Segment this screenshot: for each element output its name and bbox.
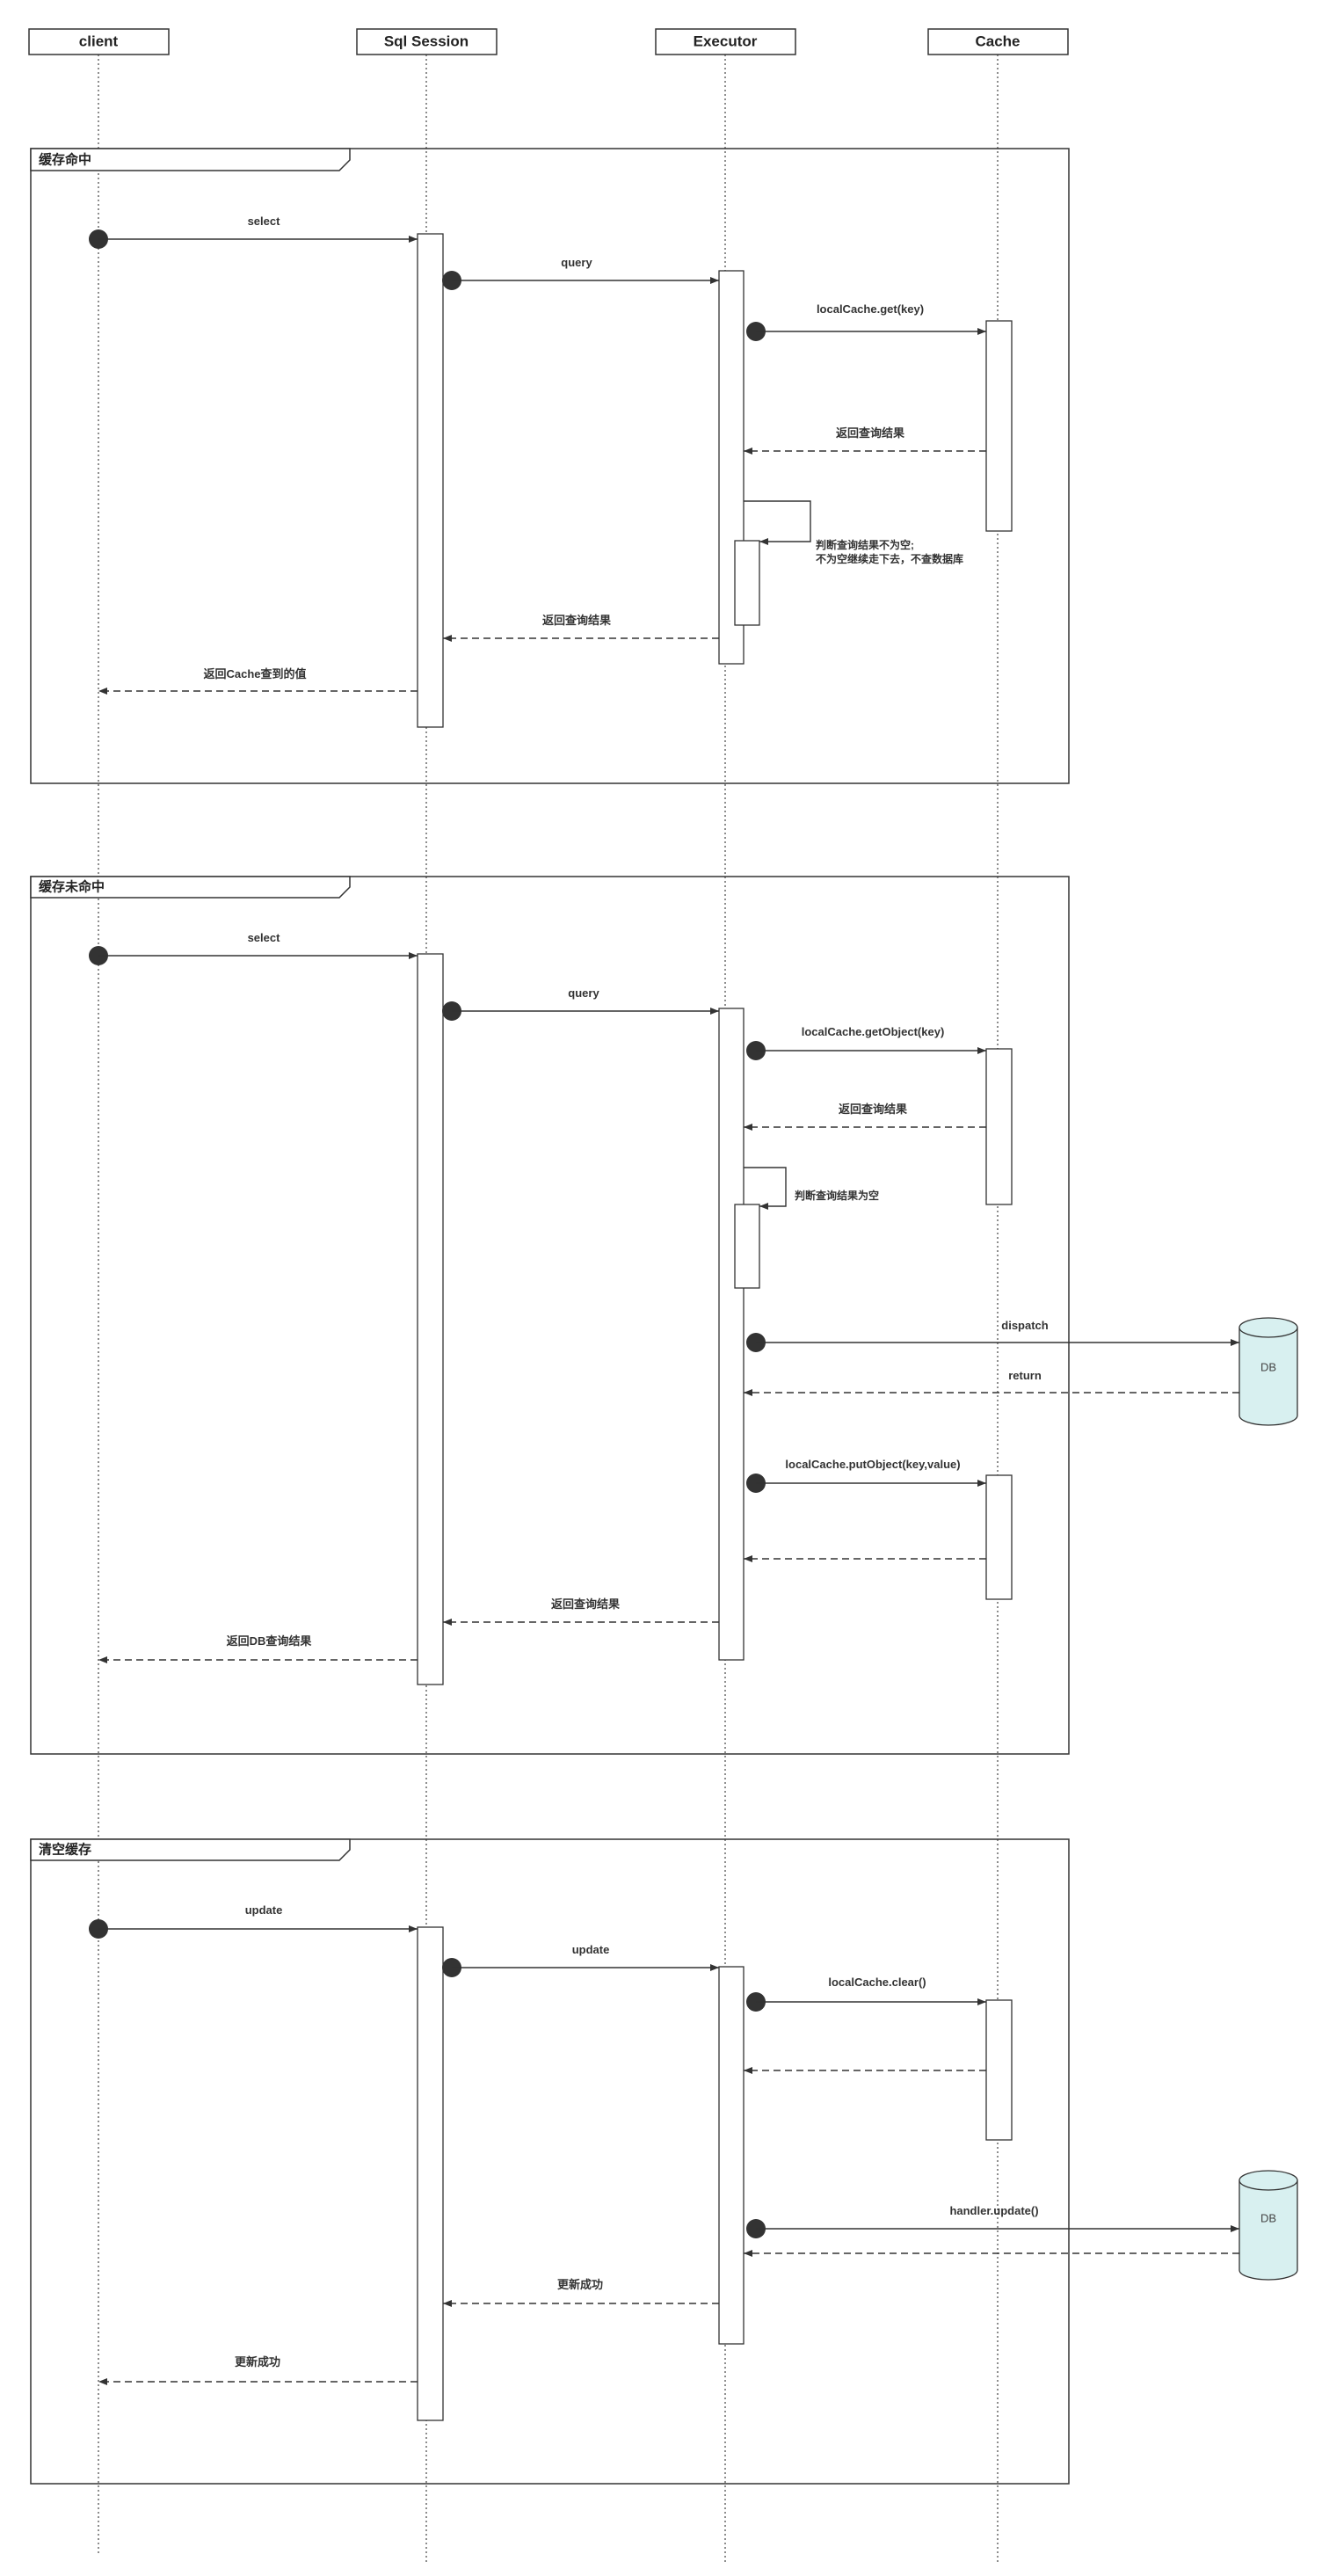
activation-session [417, 233, 444, 728]
database-cylinder: DB [1238, 2170, 1298, 2281]
frame-cache-hit: 缓存命中 select query localCache.get(key) 返回… [30, 148, 1070, 784]
message-label-update-executor: update [572, 1943, 610, 1956]
message-label-handler-update: handler.update() [949, 2204, 1038, 2217]
frame-title-cache-miss: 缓存未命中 [39, 879, 105, 895]
participant-cache: Cache [927, 28, 1069, 55]
frame-title-clear-cache: 清空缓存 [39, 1842, 91, 1858]
message-label-cache-putobject: localCache.putObject(key,value) [785, 1458, 960, 1471]
message-label-cache-clear: localCache.clear() [828, 1976, 926, 1989]
message-label-dispatch: dispatch [1001, 1319, 1049, 1332]
database-label: DB [1260, 1361, 1276, 1374]
database-cylinder: DB [1238, 1317, 1298, 1426]
activation-cache [985, 320, 1013, 532]
activation-session [417, 1926, 444, 2421]
message-label-session-return: 返回Cache查到的值 [203, 667, 306, 680]
message-label-select: select [248, 931, 281, 944]
database-label: DB [1260, 2212, 1276, 2225]
activation-executor-self [734, 1204, 760, 1289]
message-label-update: update [245, 1903, 283, 1917]
frame-cache-miss: 缓存未命中 select query localCache.getObject(… [30, 876, 1298, 1755]
message-label-cache-return: 返回查询结果 [839, 1102, 907, 1116]
message-label-executor-return: 返回查询结果 [542, 614, 611, 627]
participant-label-client: client [79, 33, 119, 50]
participant-sql-session: Sql Session [356, 28, 498, 55]
message-label-executor-success: 更新成功 [557, 2278, 603, 2291]
message-label-session-success: 更新成功 [235, 2355, 280, 2369]
note-line-1: 判断查询结果为空 [795, 1189, 879, 1202]
activation-cache [985, 1474, 1013, 1600]
note-line-1: 判断查询结果不为空; [816, 538, 914, 551]
activation-executor [718, 1008, 745, 1661]
activation-executor [718, 270, 745, 665]
activation-executor [718, 1966, 745, 2345]
participant-client: client [28, 28, 170, 55]
message-label-select: select [248, 215, 281, 228]
self-message-arrow [744, 1167, 787, 1210]
message-label-session-return: 返回DB查询结果 [227, 1634, 312, 1648]
message-label-cache-return: 返回查询结果 [836, 426, 904, 440]
note-line-2: 不为空继续走下去，不查数据库 [816, 552, 963, 565]
frame-title-cache-hit: 缓存命中 [39, 152, 91, 168]
participant-executor: Executor [655, 28, 796, 55]
participant-label-cache: Cache [975, 33, 1020, 50]
frame-clear-cache: 清空缓存 update update localCache.clear() ha… [30, 1838, 1298, 2485]
message-label-return: return [1008, 1369, 1042, 1382]
participant-label-executor: Executor [694, 33, 758, 50]
message-label-query: query [568, 986, 599, 1000]
activation-executor-self [734, 540, 760, 626]
participant-label-sql-session: Sql Session [384, 33, 469, 50]
message-label-cache-getobject: localCache.getObject(key) [802, 1025, 945, 1038]
message-label-query: query [561, 256, 592, 269]
message-label-executor-return: 返回查询结果 [551, 1597, 620, 1611]
activation-cache [985, 1048, 1013, 1205]
message-label-cache-get: localCache.get(key) [817, 302, 924, 316]
activation-session [417, 953, 444, 1685]
activation-cache [985, 1999, 1013, 2141]
self-message-arrow [744, 500, 811, 545]
